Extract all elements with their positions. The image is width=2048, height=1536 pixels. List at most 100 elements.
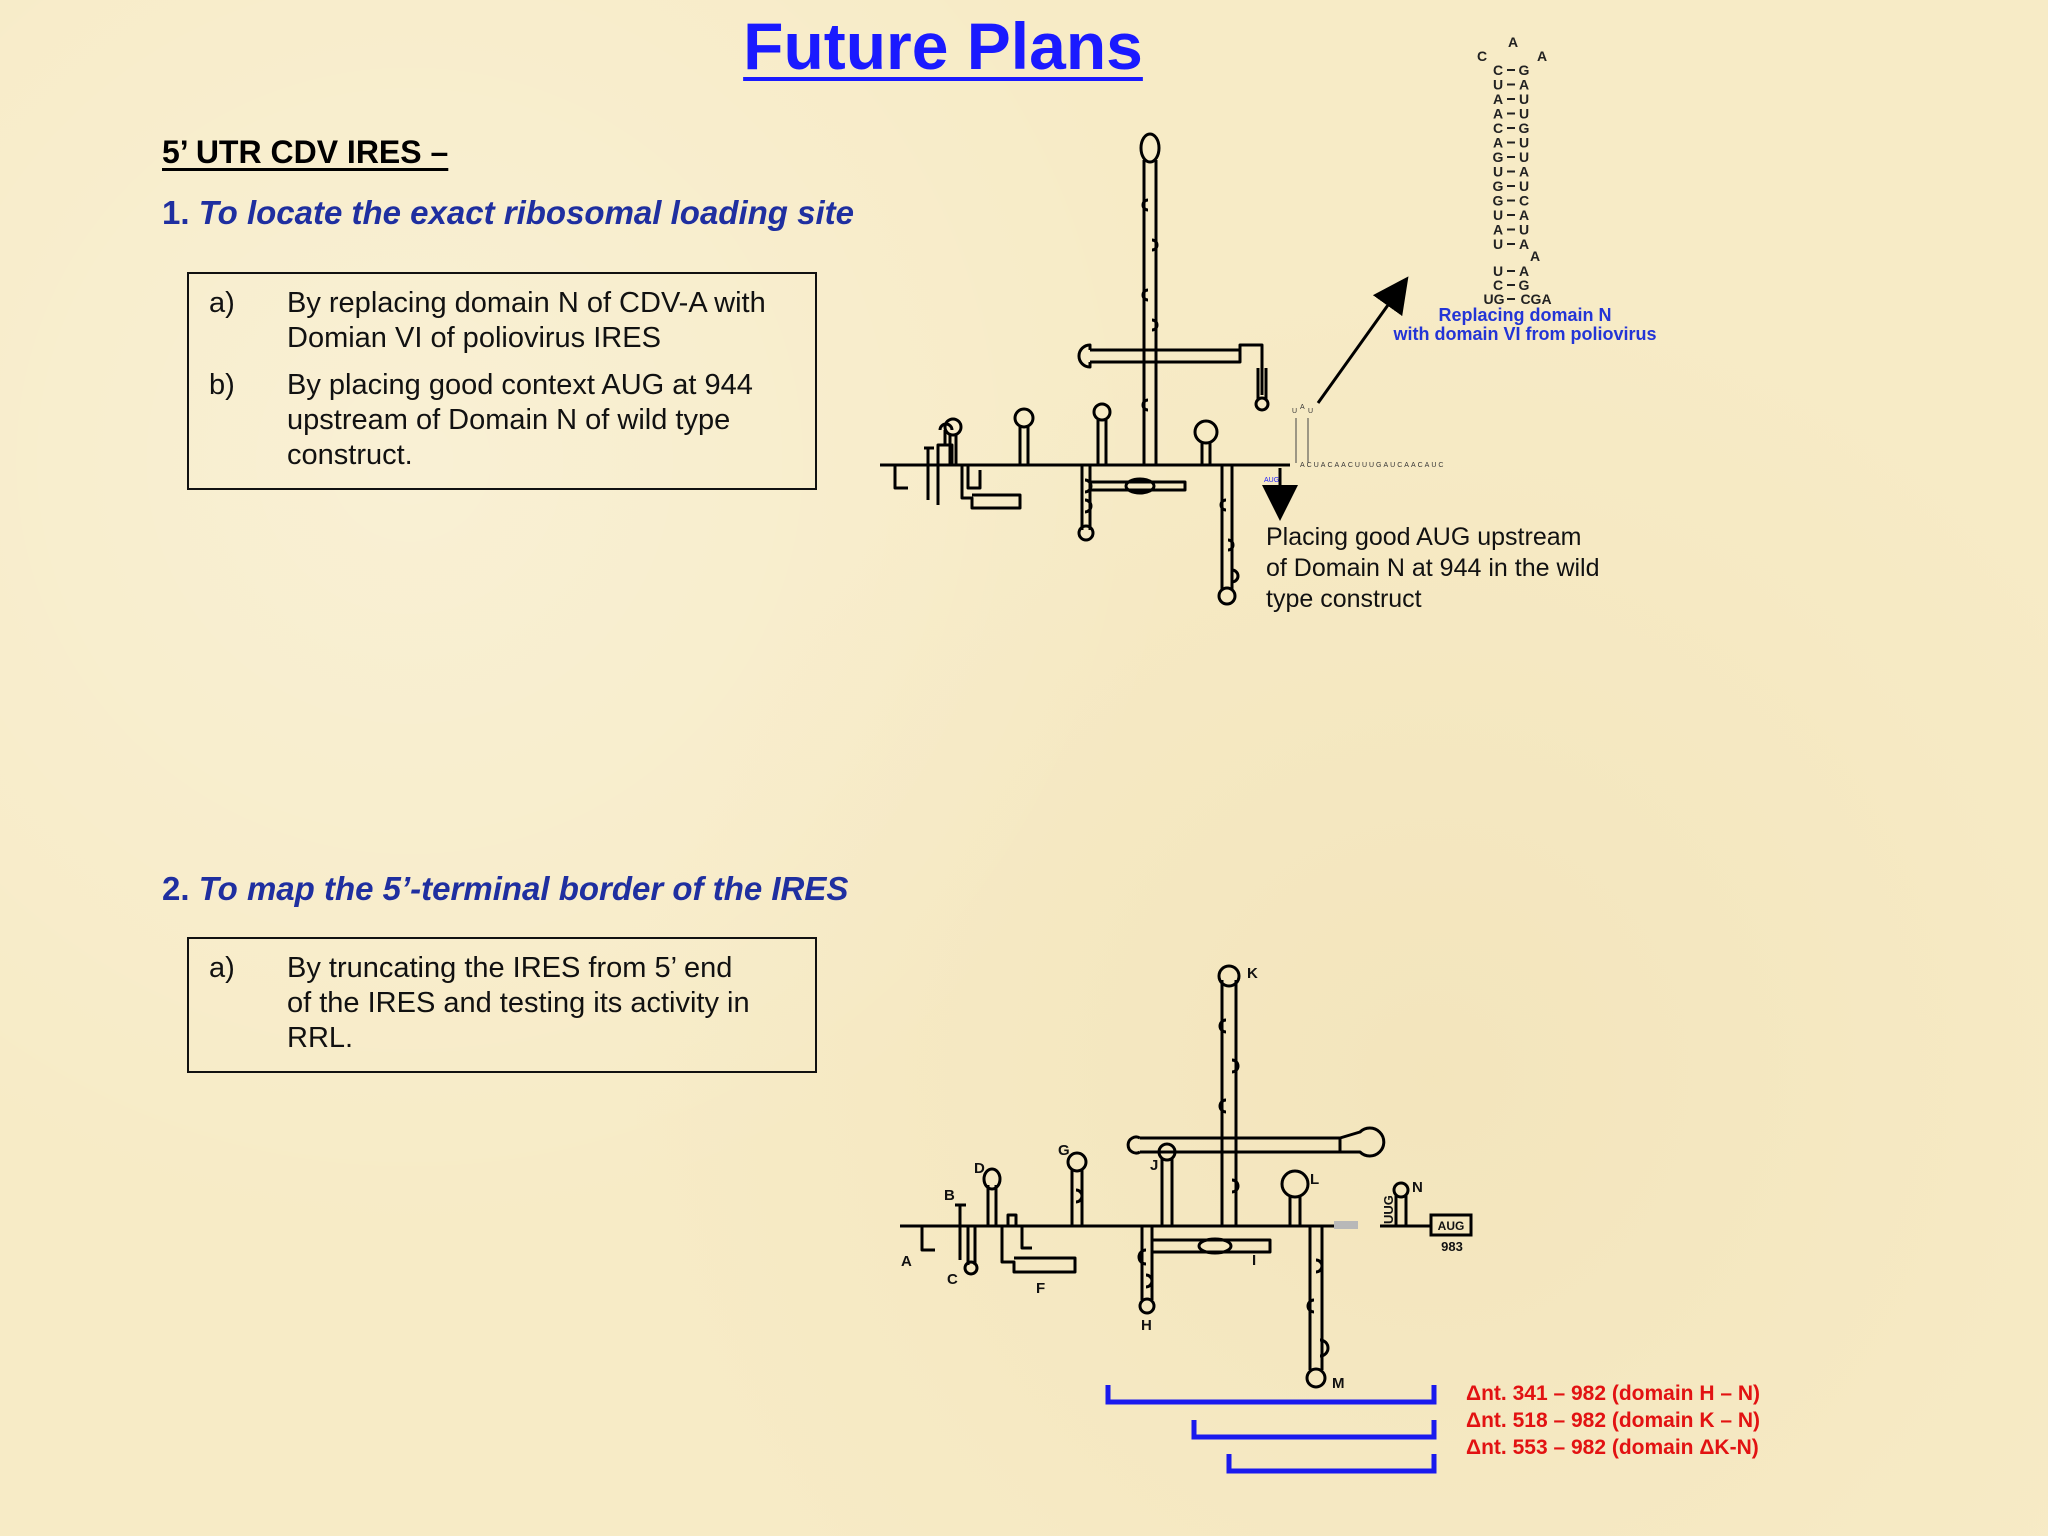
aim-2-box: a) By truncating the IRES from 5’ end of… — [187, 937, 817, 1073]
bulge-nt: A — [1530, 248, 1540, 264]
aug-label: AUG — [1438, 1219, 1465, 1233]
domain-label-k: K — [1247, 965, 1258, 982]
domain-label-j: J — [1150, 1157, 1158, 1174]
domain-k-1 — [1142, 160, 1158, 465]
aim-1-item-b: b) By placing good context AUG at 944 up… — [189, 368, 815, 473]
stem-right-nt: U — [1519, 135, 1529, 151]
replace-arrow — [1316, 276, 1409, 404]
stem-left-nt: U — [1493, 207, 1503, 223]
stem-left-nt: U — [1493, 236, 1503, 252]
deletion-label-1: Δnt. 341 – 982 (domain H – N) — [1466, 1382, 1761, 1405]
item-line: By truncating the IRES from 5’ end — [287, 952, 733, 984]
stem-right-nt: U — [1519, 106, 1529, 122]
aim-2-item-a: a) By truncating the IRES from 5’ end of… — [189, 951, 815, 1056]
stem-right-nt: G — [1519, 120, 1530, 136]
item-line: Domian VI of poliovirus IRES — [287, 322, 661, 354]
deletion-label-3: Δnt. 553 – 982 (domain ΔK-N) — [1466, 1436, 1759, 1459]
stem-left-nt: G — [1493, 149, 1504, 165]
item-line: upstream of Domain N of wild type — [287, 404, 731, 436]
lower-right-nt: A — [1519, 263, 1529, 279]
aug-mini-label: AUG — [1264, 477, 1279, 484]
stem-right-nt: U — [1519, 149, 1529, 165]
stem-pairs — [1507, 69, 1515, 300]
domain-label-b: B — [944, 1187, 955, 1204]
domain-label-l: L — [1310, 1171, 1319, 1188]
stem-left-nt: G — [1493, 193, 1504, 209]
small-loop-nt: A — [1300, 404, 1305, 411]
stem-right-nt: A — [1519, 236, 1529, 252]
uug-label: UUG — [1381, 1195, 1396, 1224]
aim-1-number: 1. — [162, 194, 190, 231]
aim-1-heading: 1. To locate the exact ribosomal loading… — [162, 194, 854, 232]
lower-right-nt: G — [1519, 277, 1530, 293]
domain-a-1 — [893, 465, 908, 490]
replace-line: with domain VI from poliovirus — [1393, 324, 1657, 344]
stem-left-nt: C — [1493, 62, 1503, 78]
item-label: a) — [209, 287, 235, 319]
aim-2-text: To map the 5’-terminal border of the IRE… — [198, 870, 849, 907]
section-title: 5’ UTR CDV IRES – — [162, 134, 449, 170]
stem-left-nt: A — [1493, 135, 1503, 151]
domain-labels-2: A B C D F G H I J K L M N — [901, 965, 1423, 1392]
gray-marker — [1334, 1221, 1358, 1229]
stem-left-nt: G — [1493, 178, 1504, 194]
stem-right-nt: U — [1519, 91, 1529, 107]
replace-domain-label: Replacing domain N with domain VI from p… — [1360, 306, 1690, 344]
domain-m-1 — [1220, 465, 1234, 590]
item-line: RRL. — [287, 1022, 354, 1054]
aim-1-item-a: a) By replacing domain N of CDV-A with D… — [189, 286, 815, 356]
annotation-line: Placing good AUG upstream — [1266, 523, 1582, 551]
lower-left-nt: C — [1493, 277, 1503, 293]
deletion-bar-2 — [1191, 1420, 1437, 1440]
domain-label-h: H — [1141, 1317, 1152, 1334]
lower-left-nt: U — [1493, 263, 1503, 279]
stem-left-nt: A — [1493, 222, 1503, 238]
domain-f-1 — [960, 465, 1022, 510]
stem-left-nt: U — [1493, 77, 1503, 93]
ires-structure-1 — [880, 132, 1290, 606]
sequence-tail: ACUACAACUUUGAUCAACAUC — [1300, 462, 1445, 469]
stem-right-nt: A — [1519, 164, 1529, 180]
small-loop-nt: U — [1308, 408, 1313, 415]
domain-label-n: N — [1412, 1179, 1423, 1196]
loop-nt: A — [1508, 34, 1518, 50]
domain-label-a: A — [901, 1253, 912, 1270]
annotation-line: of Domain N at 944 in the wild — [1266, 554, 1600, 582]
deletion-bars — [1105, 1385, 1437, 1474]
aug-position: 983 — [1441, 1239, 1463, 1254]
annotation-line: type construct — [1266, 585, 1422, 613]
page-title: Future Plans — [743, 9, 1143, 83]
domain-label-c: C — [947, 1271, 958, 1288]
item-line: By replacing domain N of CDV-A with — [287, 287, 766, 319]
polio-stem-loop: A C A — [1477, 34, 1547, 64]
stem-left-nt: C — [1493, 120, 1503, 136]
lower-left-nt: UG — [1484, 291, 1505, 307]
aim-2-number: 2. — [162, 870, 190, 907]
aim-1-text: To locate the exact ribosomal loading si… — [198, 194, 854, 231]
stem-right-nt: A — [1519, 77, 1529, 93]
stem-left-nt: A — [1493, 91, 1503, 107]
domain-label-f: F — [1036, 1280, 1045, 1297]
small-loop-stem — [1295, 418, 1309, 463]
domain-label-d: D — [974, 1160, 985, 1177]
item-label: a) — [209, 952, 235, 984]
loop-nt: C — [1477, 48, 1487, 64]
item-label: b) — [209, 369, 235, 401]
aim-1-box: a) By replacing domain N of CDV-A with D… — [187, 272, 817, 490]
aim-2-heading: 2. To map the 5’-terminal border of the … — [162, 870, 848, 908]
stem-right-nt: U — [1519, 178, 1529, 194]
deletion-bar-1 — [1105, 1385, 1437, 1405]
aug-annotation: Placing good AUG upstream of Domain N at… — [1266, 522, 1626, 615]
aug-box — [1429, 1213, 1473, 1237]
deletion-bar-3 — [1226, 1454, 1437, 1474]
lower-right-nt: CGA — [1520, 291, 1551, 307]
domain-n-small: U A U ACUACAACUUUGAUCAACAUC AUG — [1264, 404, 1445, 484]
item-line: construct. — [287, 439, 413, 471]
stem-lower: A U C UG A G CGA — [1484, 248, 1552, 307]
domain-label-g: G — [1058, 1142, 1070, 1159]
item-line: By placing good context AUG at 944 — [287, 369, 753, 401]
deletion-label-2: Δnt. 518 – 982 (domain K – N) — [1466, 1409, 1761, 1432]
stem-right-nt: G — [1519, 62, 1530, 78]
